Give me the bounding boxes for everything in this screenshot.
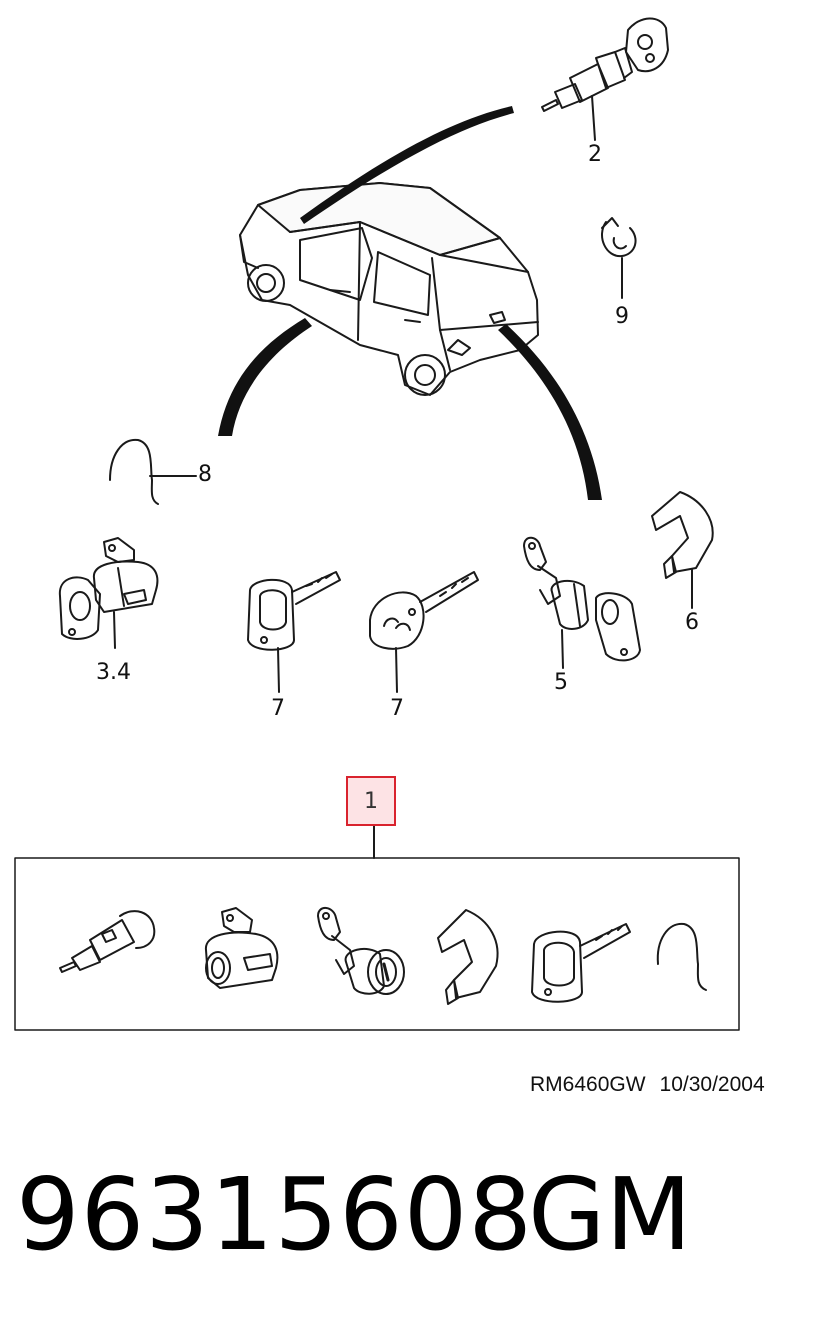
callout-6: 6 [685, 610, 699, 635]
kit-item-bezel [437, 909, 499, 1005]
bezel-part [651, 491, 714, 609]
callout-7-left: 7 [271, 696, 285, 721]
callout-3-4: 3.4 [96, 660, 131, 685]
kit-box [14, 857, 740, 1031]
reference-code: RM6460GW [530, 1073, 646, 1096]
kit-item-trunk-lock [317, 907, 405, 995]
swoosh-lines [218, 106, 602, 500]
callout-2: 2 [588, 142, 602, 167]
car-illustration [239, 182, 539, 396]
clip-part [601, 217, 637, 299]
part-number: 96315608 [16, 1156, 533, 1273]
key-part-left [247, 571, 341, 693]
callout-1: 1 [364, 788, 378, 814]
reference-line: RM6460GW 10/30/2004 [530, 1073, 765, 1097]
ignition-lock-part [541, 17, 669, 141]
kit-item-spring [656, 922, 707, 991]
spring-part [109, 438, 197, 505]
callout-5: 5 [554, 670, 568, 695]
trunk-lock-part [523, 536, 641, 669]
kit-item-door-lock [204, 907, 279, 989]
callout-1-highlight: 1 [346, 776, 396, 826]
key-part-right [369, 571, 479, 693]
kit-item-ignition-lock [59, 910, 156, 973]
kit-item-key [531, 923, 631, 1003]
callout-7-right: 7 [390, 696, 404, 721]
callout-9: 9 [615, 304, 629, 329]
reference-date: 10/30/2004 [659, 1073, 765, 1096]
door-lock-part [58, 537, 159, 649]
brand-name: GM [528, 1156, 692, 1273]
callout-8: 8 [198, 462, 212, 487]
